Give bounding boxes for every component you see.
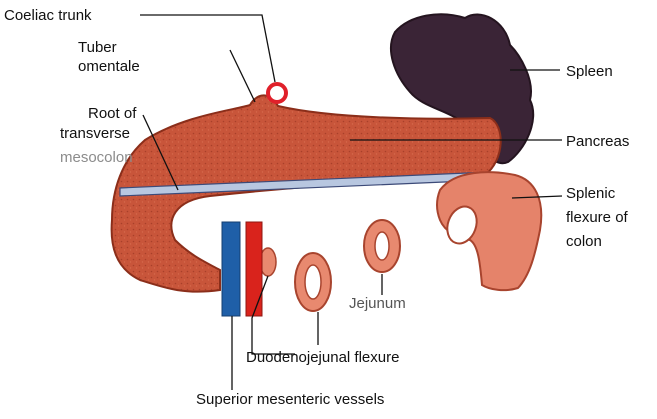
label-tuber-2: omentale bbox=[78, 58, 140, 75]
label-root-3: mesocolon bbox=[60, 149, 133, 166]
label-splenic-1: Splenic bbox=[566, 185, 616, 202]
label-tuber-1: Tuber bbox=[78, 39, 117, 56]
label-coeliac-trunk: Coeliac trunk bbox=[4, 7, 92, 24]
label-duodenojejunal: Duodenojejunal flexure bbox=[246, 349, 399, 366]
label-splenic-2: flexure of bbox=[566, 209, 629, 226]
label-pancreas: Pancreas bbox=[566, 133, 629, 150]
label-root-2: transverse bbox=[60, 125, 130, 142]
jejunum-loop-2-lumen bbox=[375, 232, 389, 260]
label-jejunum: Jejunum bbox=[349, 295, 406, 312]
label-splenic-3: colon bbox=[566, 233, 602, 250]
sm-artery bbox=[246, 222, 262, 316]
label-sma-vessels: Superior mesenteric vessels bbox=[196, 391, 384, 408]
coeliac-trunk-ring bbox=[268, 84, 286, 102]
jejunum-loop-1-lumen bbox=[305, 265, 321, 299]
leader-coeliac bbox=[140, 15, 275, 82]
sm-vein bbox=[222, 222, 240, 316]
label-root-1: Root of bbox=[88, 105, 137, 122]
leader-tuber bbox=[230, 50, 255, 102]
label-spleen: Spleen bbox=[566, 63, 613, 80]
